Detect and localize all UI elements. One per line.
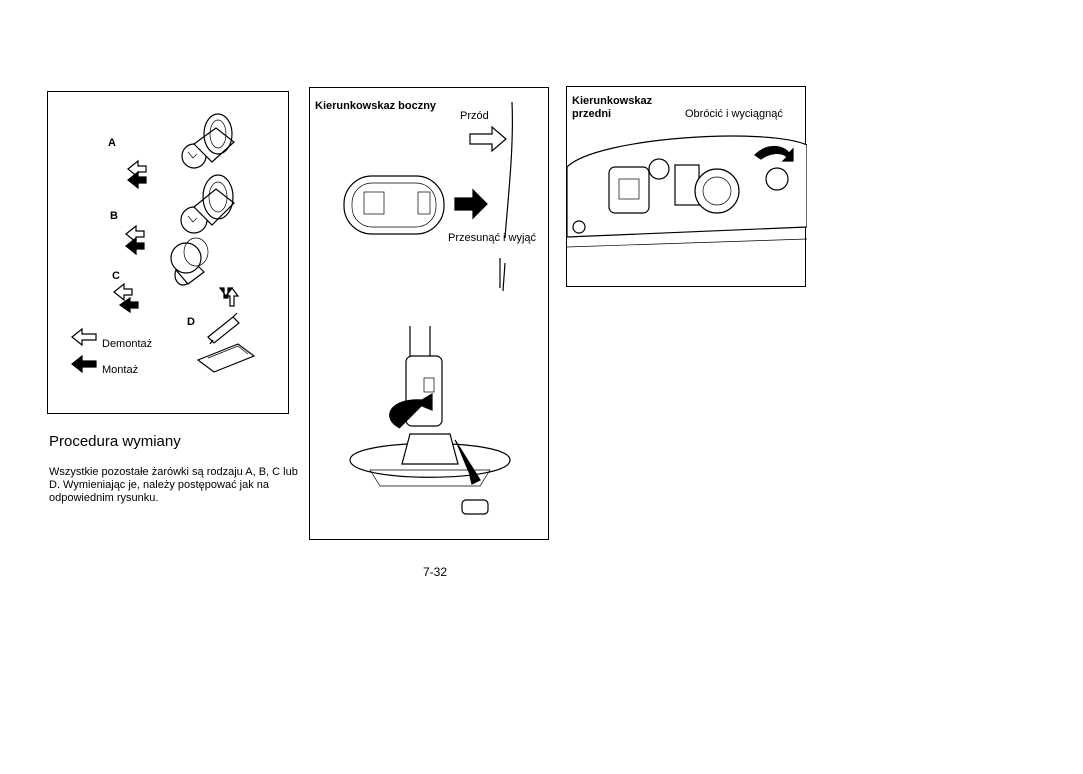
legend-install: Montaż	[102, 364, 139, 376]
page-number: 7-32	[423, 565, 448, 579]
bulb-d-drawing	[196, 287, 256, 373]
section-body: Wszystkie pozostałe żarówki są rodzaju A…	[49, 466, 298, 504]
bulb-b-drawing	[125, 174, 235, 256]
twist-arrow-icon	[389, 392, 433, 429]
front-action-label: Obrócić i wyciągnąć	[685, 108, 783, 120]
legend-remove: Demontaż	[102, 338, 153, 350]
wire	[409, 326, 431, 356]
headlamp-socket	[608, 166, 650, 214]
section-heading: Procedura wymiany	[49, 433, 181, 450]
wedge-bulb	[461, 499, 489, 515]
side-indicator-title: Kierunkowskaz boczny	[315, 100, 437, 112]
bulb-types-figure: A B C D Demontaż Montaż	[47, 91, 289, 414]
label-d: D	[187, 316, 195, 328]
front-indicator-title-1: Kierunkowskaz	[572, 95, 653, 107]
pull-arrow-icon	[454, 439, 481, 485]
label-a: A	[108, 137, 116, 149]
bulb-a-drawing	[127, 113, 235, 190]
front-indicator-title-2: przedni	[572, 108, 612, 120]
install-arrow-icon	[71, 354, 97, 374]
front-indicator-figure: Kierunkowskaz przedni Obrócić i wyciągną…	[566, 86, 807, 287]
front-indicator-illustration	[567, 135, 807, 248]
rotate-arrow-icon	[754, 145, 794, 162]
side-lamp-lens	[343, 175, 445, 235]
side-indicator-illustration	[343, 101, 513, 515]
bulb-types-illustration	[71, 113, 256, 374]
front-arrow-icon	[469, 125, 507, 153]
side-indicator-figure: Kierunkowskaz boczny Przód Przesunąć i w…	[309, 87, 549, 540]
label-c: C	[112, 270, 120, 282]
side-action-label: Przesunąć i wyjąć	[448, 232, 537, 244]
slide-arrow-icon	[454, 188, 488, 220]
label-b: B	[110, 210, 118, 222]
bulb-c-drawing	[113, 237, 209, 314]
remove-arrow-icon	[71, 327, 97, 347]
body-outline	[499, 101, 513, 292]
front-label: Przód	[460, 110, 489, 122]
